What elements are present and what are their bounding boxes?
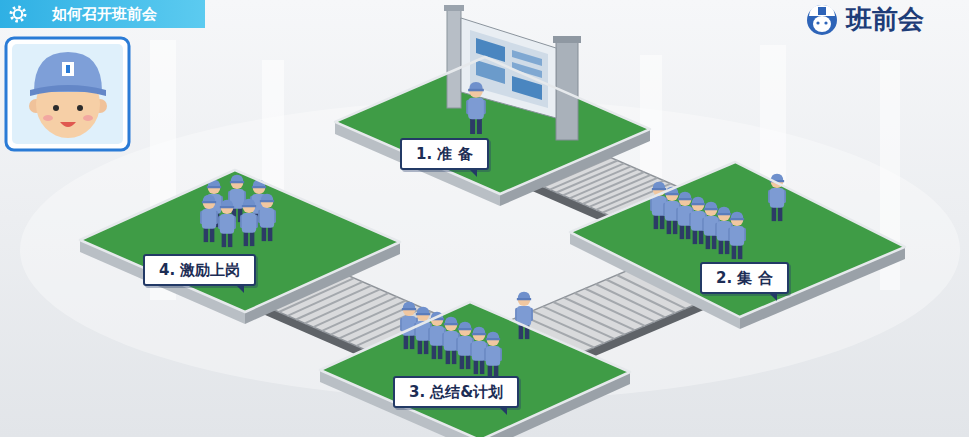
platform-1 xyxy=(335,57,650,206)
belt-roller xyxy=(564,298,635,331)
platform-4 xyxy=(80,170,400,324)
belt-roller xyxy=(553,302,624,335)
platform-rim xyxy=(335,57,650,194)
belt-roller xyxy=(543,306,615,339)
callout-slot: 2. 集 合 xyxy=(700,262,789,294)
platform-rim xyxy=(80,170,400,312)
platform-2 xyxy=(570,162,905,329)
callout-slot: 1. 准 备 xyxy=(400,138,489,170)
logo-icon xyxy=(807,5,837,35)
worker-huddle xyxy=(200,175,276,247)
worker-row-2 xyxy=(650,174,786,259)
header-bar: 如何召开班前会 xyxy=(0,0,205,28)
step-callout: 3. 总结&计划 xyxy=(393,376,519,408)
callout-slot: 3. 总结&计划 xyxy=(393,376,519,408)
step-callout: 1. 准 备 xyxy=(400,138,489,170)
logo-text: 班前会 xyxy=(846,2,924,36)
platform-rim xyxy=(320,302,630,437)
platform-node: 4. 激励上岗 xyxy=(80,170,400,312)
notice-board xyxy=(444,5,581,140)
platform-3 xyxy=(320,302,630,437)
step-callout: 2. 集 合 xyxy=(700,262,789,294)
platform-rim xyxy=(570,162,905,317)
belt-roller xyxy=(583,175,651,204)
gear-icon xyxy=(9,5,27,23)
platform-node: 3. 总结&计划 xyxy=(320,302,630,437)
platform-node: 2. 集 合 xyxy=(570,162,905,317)
belt-roller xyxy=(585,289,655,322)
belt-roller xyxy=(575,293,645,326)
step-callout: 4. 激励上岗 xyxy=(143,254,256,286)
label-slot: 班前会 xyxy=(846,2,924,36)
page-title: 如何召开班前会 xyxy=(52,0,157,28)
platform-node: 1. 准 备 xyxy=(335,57,650,194)
worker-figure xyxy=(466,82,486,134)
callout-slot: 4. 激励上岗 xyxy=(143,254,256,286)
avatar xyxy=(6,38,129,150)
belt-roller xyxy=(576,172,644,201)
platform-outline xyxy=(335,57,650,194)
belt-roller xyxy=(570,169,638,198)
belt-roller xyxy=(596,284,666,317)
platform-outline xyxy=(320,302,630,437)
